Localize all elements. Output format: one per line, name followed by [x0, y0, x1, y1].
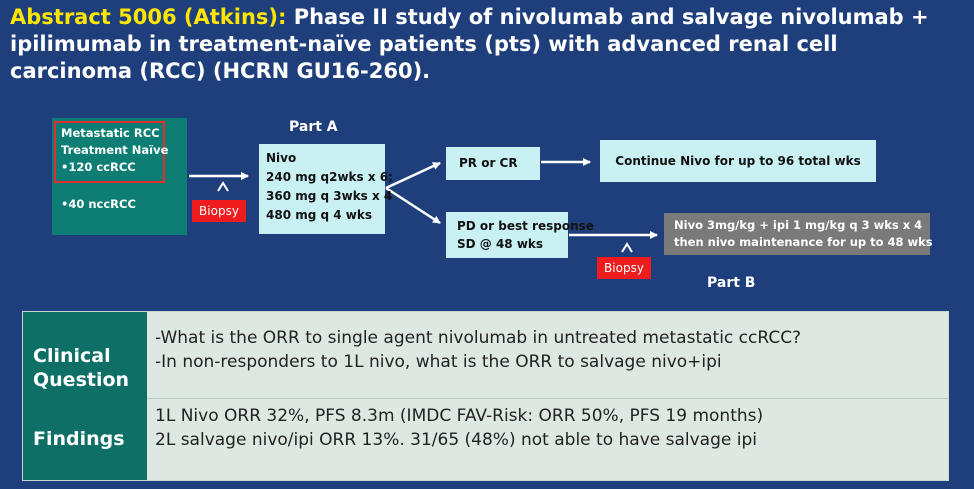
slide-title: Abstract 5006 (Atkins): Phase II study o…	[10, 4, 965, 85]
continue-nivo-box: Continue Nivo for up to 96 total wks	[600, 140, 876, 182]
arrow-nivo-to-pd	[385, 186, 441, 225]
clinical-header-line1: Clinical	[33, 345, 111, 367]
cohort-text: Metastatic RCC Treatment Naïve •120 ccRC…	[61, 125, 168, 176]
biopsy-tag-1: Biopsy	[192, 200, 246, 222]
clinical-line1: -What is the ORR to single agent nivolum…	[155, 328, 802, 348]
clinical-question-text: -What is the ORR to single agent nivolum…	[147, 326, 956, 374]
cohort-highlight-frame	[54, 121, 165, 183]
nivo-line2: 240 mg q2wks x 6;	[266, 170, 393, 184]
biopsy-tag-2: Biopsy	[597, 257, 651, 279]
nivo-line1: Nivo	[266, 151, 297, 165]
findings-line2: 2L salvage nivo/ipi ORR 13%. 31/65 (48%)…	[155, 430, 757, 450]
clinical-line2: -In non-responders to 1L nivo, what is t…	[155, 352, 722, 372]
caret-biopsy-1	[217, 181, 229, 192]
nivo-dosing-box: Nivo 240 mg q2wks x 6; 360 mg q 3wks x 4…	[259, 144, 393, 234]
cohort-line3: •120 ccRCC	[61, 160, 136, 174]
cohort-line2: Treatment Naïve	[61, 143, 169, 157]
nivo-line3: 360 mg q 3wks x 4	[266, 189, 393, 203]
part-a-label: Part A	[289, 119, 338, 135]
clinical-header-line2: Question	[33, 369, 130, 391]
nivo-line4: 480 mg q 4 wks	[266, 208, 373, 222]
salvage-line1: Nivo 3mg/kg + ipi 1 mg/kg q 3 wks x 4	[674, 218, 923, 232]
pd-line2: SD @ 48 wks	[457, 237, 544, 251]
part-b-label: Part B	[707, 275, 756, 291]
findings-text: 1L Nivo ORR 32%, PFS 8.3m (IMDC FAV-Risk…	[147, 404, 956, 452]
row-header-findings: Findings	[23, 398, 147, 480]
cohort-line4: •40 nccRCC	[61, 197, 136, 211]
summary-table: Clinical Question -What is the ORR to si…	[22, 311, 949, 481]
caret-biopsy-2	[621, 242, 633, 253]
pd-sd-box: PD or best response SD @ 48 wks	[446, 212, 594, 258]
title-text: Phase II study of nivolumab and salvage …	[10, 5, 929, 83]
arrow-nivo-to-response	[385, 161, 441, 190]
salvage-box: Nivo 3mg/kg + ipi 1 mg/kg q 3 wks x 4 th…	[664, 213, 933, 255]
title-highlight: Abstract 5006 (Atkins):	[10, 5, 287, 29]
cohort-line1: Metastatic RCC	[61, 126, 160, 140]
pr-cr-box: PR or CR	[446, 147, 540, 180]
row-header-clinical-question: Clinical Question	[23, 312, 147, 398]
findings-header: Findings	[33, 428, 125, 450]
salvage-line2: then nivo maintenance for up to 48 wks	[674, 235, 933, 249]
table-divider	[147, 398, 948, 399]
findings-line1: 1L Nivo ORR 32%, PFS 8.3m (IMDC FAV-Risk…	[155, 406, 764, 426]
pd-line1: PD or best response	[457, 219, 594, 233]
